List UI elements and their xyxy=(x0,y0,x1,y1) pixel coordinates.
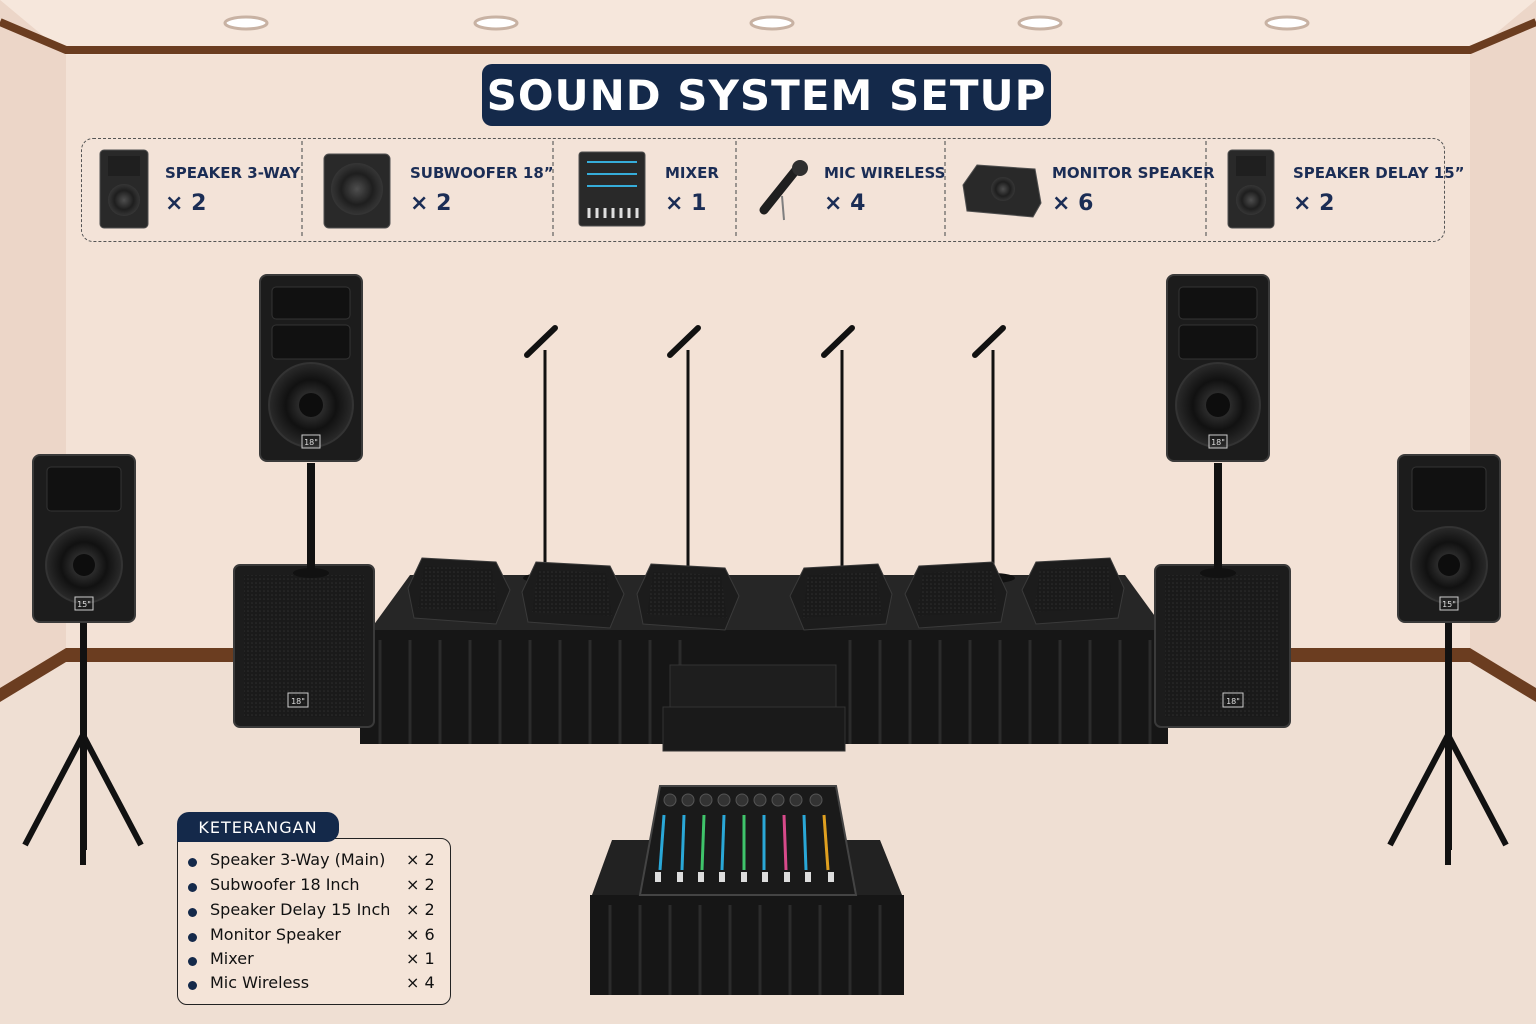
bullet-icon xyxy=(188,957,197,966)
legend-item-label: Monitor Speaker xyxy=(210,925,341,944)
main-speaker-right: 18" xyxy=(1166,274,1270,578)
legend-item-qty: × 2 xyxy=(406,900,435,919)
legend-item-qty: × 1 xyxy=(406,949,435,968)
equipment-count: × 6 xyxy=(1052,191,1094,216)
legend-item: Subwoofer 18 Inch × 2 xyxy=(188,875,440,899)
equipment-count: × 2 xyxy=(1293,191,1335,216)
panel-dividers xyxy=(301,141,1207,238)
speaker-size-badge: 18" xyxy=(1211,438,1225,447)
legend-item-label: Subwoofer 18 Inch xyxy=(210,875,360,894)
subwoofer-left: 18" xyxy=(233,564,375,728)
equipment-summary-panel xyxy=(81,138,1445,242)
equipment-label: SPEAKER DELAY 15” xyxy=(1293,164,1465,182)
equipment-label: MIC WIRELESS xyxy=(824,164,946,182)
equipment-label: SUBWOOFER 18” xyxy=(410,164,554,182)
legend-item-label: Speaker Delay 15 Inch xyxy=(210,900,391,919)
equipment-label: SPEAKER 3-WAY xyxy=(165,164,301,182)
legend-item: Mic Wireless × 4 xyxy=(188,973,440,997)
monitor-speaker xyxy=(904,561,1008,629)
equipment-label: MIXER xyxy=(665,164,719,182)
speaker-size-badge: 18" xyxy=(1226,697,1240,706)
monitor-speaker-icon xyxy=(962,164,1042,218)
legend-item-qty: × 2 xyxy=(406,875,435,894)
legend-item: Speaker Delay 15 Inch × 2 xyxy=(188,900,440,924)
legend-item-label: Speaker 3-Way (Main) xyxy=(210,850,386,869)
monitor-speaker xyxy=(1021,557,1125,625)
page-title: SOUND SYSTEM SETUP xyxy=(482,64,1051,126)
microphone-icon xyxy=(759,160,808,221)
legend-item: Mixer × 1 xyxy=(188,949,440,973)
legend-item-qty: × 2 xyxy=(406,850,435,869)
mixer-console xyxy=(638,785,858,896)
equipment-count: × 1 xyxy=(665,191,707,216)
monitor-speaker xyxy=(407,557,511,625)
legend-item-label: Mic Wireless xyxy=(210,973,310,992)
delay-speaker-left: 15" xyxy=(22,454,144,865)
legend-item-label: Mixer xyxy=(210,949,254,968)
equipment-count: × 2 xyxy=(165,191,207,216)
equipment-count: × 4 xyxy=(824,191,866,216)
ceiling-lights xyxy=(223,15,1310,31)
main-speaker-left: 18" xyxy=(259,274,363,578)
legend-item-qty: × 6 xyxy=(406,925,435,944)
mixer-icon xyxy=(578,151,646,227)
legend-item: Speaker 3-Way (Main) × 2 xyxy=(188,850,440,874)
legend-item-qty: × 4 xyxy=(406,973,435,992)
monitor-speaker xyxy=(789,563,893,631)
equipment-label: MONITOR SPEAKER xyxy=(1052,164,1215,182)
bullet-icon xyxy=(188,908,197,917)
bullet-icon xyxy=(188,981,197,990)
speaker-delay-icon xyxy=(1227,149,1275,229)
speaker-size-badge: 18" xyxy=(304,438,318,447)
bullet-icon xyxy=(188,883,197,892)
monitor-speaker xyxy=(521,561,625,629)
legend-box: Speaker 3-Way (Main) × 2 Subwoofer 18 In… xyxy=(177,838,451,1005)
speaker-size-badge: 15" xyxy=(1442,600,1456,609)
monitor-speaker xyxy=(636,563,740,631)
legend-item: Monitor Speaker × 6 xyxy=(188,925,440,949)
subwoofer-icon xyxy=(323,153,391,229)
speaker-3way-icon xyxy=(99,149,149,229)
speaker-size-badge: 15" xyxy=(77,600,91,609)
equipment-count: × 2 xyxy=(410,191,452,216)
bullet-icon xyxy=(188,933,197,942)
speaker-size-badge: 18" xyxy=(291,697,305,706)
legend-title: KETERANGAN xyxy=(177,812,339,842)
subwoofer-right: 18" xyxy=(1154,564,1291,728)
delay-speaker-right: 15" xyxy=(1387,454,1509,865)
bullet-icon xyxy=(188,858,197,867)
